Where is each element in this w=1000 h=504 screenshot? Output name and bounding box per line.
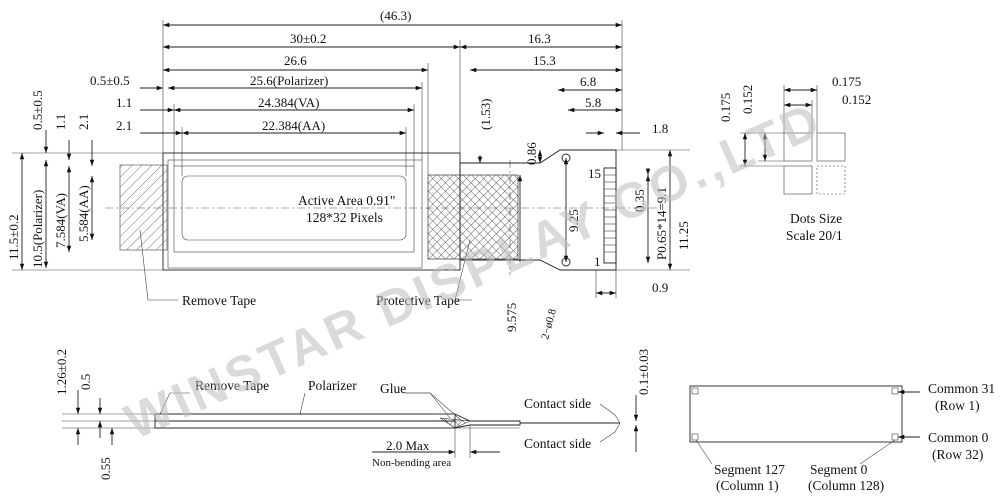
dot-0-152-v: 0.152 (740, 85, 755, 114)
dim-aa: 22.384(AA) (262, 118, 325, 133)
dim-15-3: 15.3 (533, 53, 556, 68)
dim-hole: 2−ø0.8 (539, 307, 559, 340)
dim-1-1: 1.1 (116, 95, 132, 110)
dim-aa-h: 5.584(AA) (76, 185, 91, 242)
map-com0: Common 0 (928, 430, 989, 445)
protective-tape (427, 174, 519, 260)
dim-0-35: 0.35 (632, 189, 647, 212)
remove-tape-hatch (119, 164, 168, 251)
dim-va-h: 7.584(VA) (53, 193, 68, 248)
dim-9-25: 9.25 (566, 209, 581, 232)
map-com31: Common 31 (928, 381, 995, 396)
dim-1-53: (1.53) (478, 99, 493, 130)
dim-v2-1: 2.1 (76, 114, 91, 130)
dots-caption-2: Scale 20/1 (786, 228, 843, 243)
side-glue: Glue (380, 381, 406, 396)
fpc-pins (603, 167, 617, 264)
dim-1-8: 1.8 (652, 121, 668, 136)
dim-pitch: P0.65*14=9.1 (654, 187, 669, 260)
side-remove-tape: Remove Tape (195, 378, 269, 393)
dot-0-175-v: 0.175 (718, 93, 733, 122)
side-2-0-max: 2.0 Max (386, 438, 430, 453)
map-seg0: Segment 0 (810, 462, 868, 477)
label-protective-tape: Protective Tape (376, 293, 460, 308)
dim-outline: 30±0.2 (290, 31, 326, 46)
dim-offset: 0.5±0.5 (90, 73, 130, 88)
map-seg127: Segment 127 (714, 462, 785, 477)
viewing-area (173, 165, 415, 253)
side-non-bending: Non-bending area (372, 457, 451, 469)
side-0-55: 0.55 (98, 457, 113, 480)
active-area-line2: 128*32 Pixels (306, 210, 383, 225)
dot-0-152-h: 0.152 (842, 92, 871, 107)
dim-6-8: 6.8 (580, 74, 596, 89)
dim-polarizer: 25.6(Polarizer) (250, 73, 328, 88)
pin-1-label: 1 (594, 254, 601, 269)
dim-11-25: 11.25 (676, 221, 691, 250)
dots-size-detail (740, 85, 846, 195)
polarizer-outline (167, 159, 423, 269)
side-view (62, 390, 639, 458)
map-row1: (Row 1) (935, 398, 980, 413)
fpc-thickness: 0.1±0.03 (636, 349, 651, 395)
top-view (12, 20, 690, 301)
watermark: WINSTAR DISPLAY CO.,LTD (117, 91, 831, 450)
map-col1: (Column 1) (716, 478, 779, 493)
active-area-line1: Active Area 0.91" (298, 193, 395, 208)
map-row32: (Row 32) (932, 447, 983, 462)
pixel-mapping (689, 385, 920, 465)
contact-side-bottom: Contact side (524, 436, 591, 451)
dim-0-86: 0.86 (524, 142, 539, 165)
dim-height: 11.5±0.2 (6, 214, 21, 260)
dim-polarizer-h: 10.5(Polarizer) (30, 190, 45, 268)
label-remove-tape: Remove Tape (182, 293, 256, 308)
dim-16-3: 16.3 (528, 31, 551, 46)
dim-5-8: 5.8 (585, 95, 601, 110)
dot-0-175-h: 0.175 (832, 74, 861, 89)
map-col128: (Column 128) (808, 478, 884, 493)
side-polarizer: Polarizer (308, 378, 357, 393)
dim-va: 24.384(VA) (258, 95, 320, 110)
dim-0-9: 0.9 (652, 280, 668, 295)
dim-9-575: 9.575 (504, 303, 519, 332)
dim-v0-5: 0.5±0.5 (30, 90, 45, 130)
dots-caption-1: Dots Size (790, 211, 842, 226)
dim-26-6: 26.6 (284, 53, 307, 68)
dim-v1-1: 1.1 (53, 114, 68, 130)
contact-side-top: Contact side (524, 396, 591, 411)
pin-15-label: 15 (588, 166, 601, 181)
side-thickness: 1.26±0.2 (54, 349, 69, 395)
side-0-5: 0.5 (78, 374, 93, 390)
dim-2-1: 2.1 (116, 118, 132, 133)
dim-overall: (46.3) (380, 8, 411, 23)
